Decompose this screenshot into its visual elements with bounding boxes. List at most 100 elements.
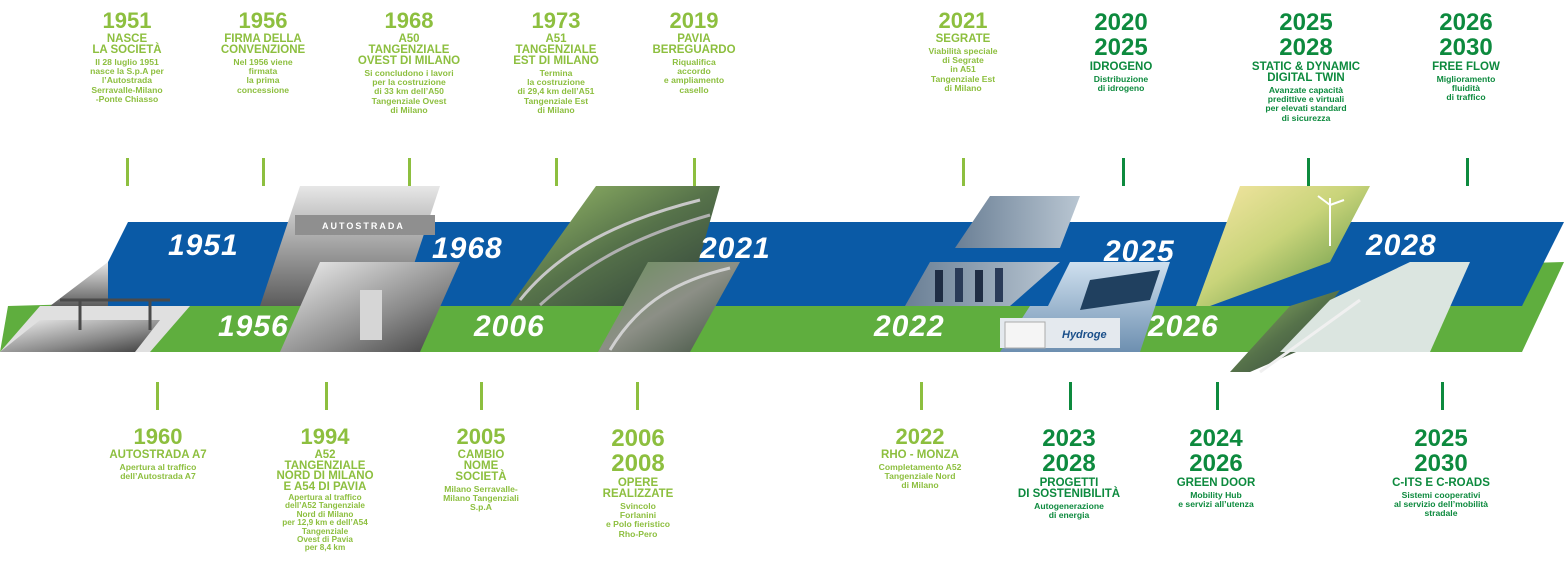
event-desc: Avanzate capacità predittive e virtuali …	[1265, 85, 1347, 123]
photo-text-hydrogen: Hydroge	[1062, 329, 1107, 341]
timeline-tick	[156, 382, 159, 410]
event-title: PAVIA BEREGUARDO	[652, 33, 736, 56]
event-title: IDROGENO	[1089, 61, 1153, 73]
timeline-tick	[962, 158, 965, 186]
event-title: C-ITS E C-ROADS	[1392, 477, 1490, 489]
photo-text-autostrada: AUTOSTRADA	[322, 221, 405, 231]
photo-interchange-2	[598, 262, 740, 352]
timeline-tick	[1307, 158, 1310, 186]
timeline-tick	[1216, 382, 1219, 410]
event-2026-2030: 2026 2030 FREE FLOW Miglioramento fluidi…	[1432, 10, 1500, 103]
event-desc: Miglioramento fluidità di traffico	[1436, 74, 1496, 103]
event-title: STATIC & DYNAMIC DIGITAL TWIN	[1251, 61, 1361, 84]
event-title: OPERE REALIZZATE	[602, 477, 674, 500]
timeline-tick	[325, 382, 328, 410]
event-year: 2023 2028	[1042, 425, 1096, 477]
event-desc: Si concludono i lavori per la costruzion…	[364, 68, 454, 115]
timeline-tick	[1441, 382, 1444, 410]
event-year: 2026 2030	[1439, 9, 1493, 61]
event-1951: 1951 NASCE LA SOCIETÀ Il 28 luglio 1951 …	[90, 10, 164, 104]
event-1956: 1956 FIRMA DELLA CONVENZIONE Nel 1956 vi…	[221, 10, 305, 95]
event-2024-2026: 2024 2026 GREEN DOOR Mobility Hub e serv…	[1177, 426, 1256, 509]
photo-wind-sun	[1196, 186, 1370, 306]
event-1968: 1968 A50 TANGENZIALE OVEST DI MILANO Si …	[358, 10, 460, 115]
event-2019: 2019 PAVIA BEREGUARDO Riqualifica accord…	[652, 10, 735, 95]
event-title: GREEN DOOR	[1176, 477, 1256, 489]
event-2021: 2021 SEGRATE Viabilità speciale di Segra…	[928, 10, 997, 93]
timeline-tick	[262, 158, 265, 186]
event-desc: Viabilità speciale di Segrate in A51 Tan…	[928, 46, 998, 93]
event-title: A51 TANGENZIALE EST DI MILANO	[513, 33, 599, 67]
event-desc: Sistemi cooperativi al servizio dell’mob…	[1393, 490, 1489, 519]
event-year: 1951	[102, 8, 152, 33]
event-year: 2005	[456, 424, 506, 449]
timeline-tick	[636, 382, 639, 410]
event-title: AUTOSTRADA A7	[109, 449, 207, 461]
event-desc: Apertura al traffico dell’Autostrada A7	[119, 462, 197, 482]
event-desc: Svincolo Forlanini e Polo fieristico Rho…	[605, 501, 670, 539]
event-1994: 1994 A52 TANGENZIALE NORD DI MILANO E A5…	[276, 426, 373, 553]
event-desc: Riqualifica accordo e ampliamento casell…	[663, 57, 725, 95]
event-1973: 1973 A51 TANGENZIALE EST DI MILANO Termi…	[513, 10, 599, 115]
event-year: 2020 2025	[1094, 9, 1148, 61]
event-year: 2021	[938, 8, 988, 33]
event-title: PROGETTI DI SOSTENIBILITÀ	[1017, 477, 1121, 500]
event-desc: Apertura al traffico dell’A52 Tangenzial…	[282, 493, 368, 553]
event-2022: 2022 RHO - MONZA Completamento A52 Tange…	[879, 426, 962, 491]
event-year: 1956	[238, 8, 288, 33]
event-desc: Distribuzione di idrogeno	[1093, 74, 1149, 94]
event-desc: Il 28 luglio 1951 nasce la S.p.A per l’A…	[90, 57, 164, 104]
event-year: 2022	[895, 424, 945, 449]
timeline-tick	[1122, 158, 1125, 186]
band-year-1951: 1951	[168, 229, 239, 262]
timeline-tick	[126, 158, 129, 186]
event-year: 2019	[669, 8, 719, 33]
event-year: 1960	[133, 424, 183, 449]
event-year: 1994	[300, 424, 350, 449]
band-year-2022: 2022	[874, 310, 945, 343]
event-2023-2028: 2023 2028 PROGETTI DI SOSTENIBILITÀ Auto…	[1018, 426, 1120, 520]
event-title: SEGRATE	[935, 33, 991, 45]
band-year-1956: 1956	[218, 310, 289, 343]
event-desc: Nel 1956 viene firmata la prima concessi…	[233, 57, 293, 95]
timeline-tick	[555, 158, 558, 186]
event-2006-2008: 2006 2008 OPERE REALIZZATE Svincolo Forl…	[603, 426, 674, 539]
event-desc: Termina la costruzione di 29,4 km dell’A…	[517, 68, 595, 115]
timeline-tick	[693, 158, 696, 186]
timeline-tick	[408, 158, 411, 186]
band-year-2026: 2026	[1148, 310, 1219, 343]
band-year-1968: 1968	[432, 232, 503, 265]
event-title: FREE FLOW	[1432, 61, 1500, 73]
photo-highway	[1230, 290, 1340, 372]
event-year: 2025 2028	[1279, 9, 1333, 61]
event-desc: Mobility Hub e servizi all’utenza	[1178, 490, 1254, 510]
event-desc: Milano Serravalle- Milano Tangenziali S.…	[443, 484, 519, 513]
event-2025-2030: 2025 2030 C-ITS E C-ROADS Sistemi cooper…	[1392, 426, 1490, 519]
event-year: 1968	[384, 8, 434, 33]
timeline-tick	[1466, 158, 1469, 186]
event-desc: Autogenerazione di energia	[1034, 501, 1104, 521]
band-year-2028: 2028	[1366, 229, 1437, 262]
event-2020-2025: 2020 2025 IDROGENO Distribuzione di idro…	[1090, 10, 1153, 93]
event-2025-2028: 2025 2028 STATIC & DYNAMIC DIGITAL TWIN …	[1252, 10, 1360, 123]
timeline-tick	[1069, 382, 1072, 410]
timeline-tick	[920, 382, 923, 410]
event-year: 1973	[531, 8, 581, 33]
photo-1951-crowd	[0, 320, 160, 352]
event-1960: 1960 AUTOSTRADA A7 Apertura al traffico …	[109, 426, 206, 481]
event-year: 2024 2026	[1189, 425, 1243, 477]
event-title: FIRMA DELLA CONVENZIONE	[220, 33, 306, 56]
event-title: A50 TANGENZIALE OVEST DI MILANO	[357, 33, 461, 67]
event-2005: 2005 CAMBIO NOME SOCIETÀ Milano Serraval…	[443, 426, 519, 513]
event-title: NASCE LA SOCIETÀ	[92, 33, 162, 56]
photo-segrate	[955, 196, 1080, 248]
event-desc: Completamento A52 Tangenziale Nord di Mi…	[878, 462, 962, 491]
event-title: A52 TANGENZIALE NORD DI MILANO E A54 DI …	[276, 449, 374, 493]
band-year-2025: 2025	[1104, 235, 1175, 268]
photo-dronescape	[1280, 262, 1470, 352]
blue-strip	[86, 222, 1564, 306]
photo-1951-bridge	[50, 262, 108, 306]
band-year-2006: 2006	[474, 310, 545, 343]
event-title: CAMBIO NOME SOCIETÀ	[455, 449, 507, 483]
